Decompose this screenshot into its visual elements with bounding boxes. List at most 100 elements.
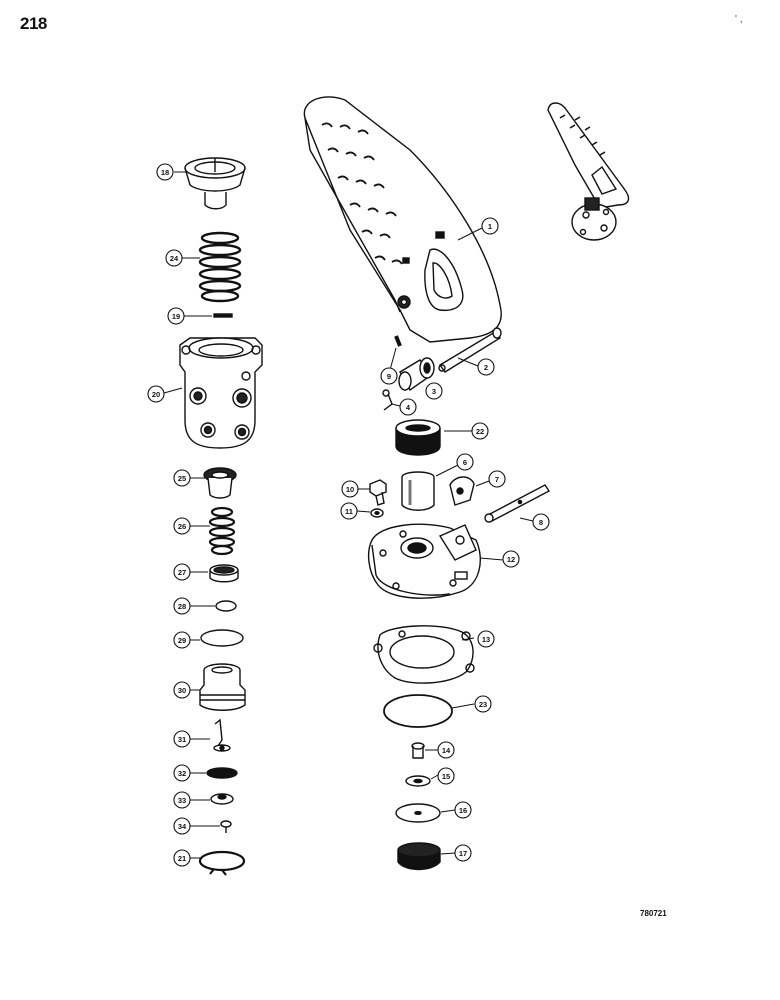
callout-label: 15 [442, 772, 450, 781]
callout-1: 1 [481, 217, 499, 235]
callout-3: 3 [425, 382, 443, 400]
callout-label: 33 [178, 796, 186, 805]
callout-label: 30 [178, 686, 186, 695]
callout-label: 23 [479, 700, 487, 709]
callout-label: 21 [178, 854, 186, 863]
callout-2: 2 [477, 358, 495, 376]
roller-part [449, 476, 475, 506]
pedal-bushing-part [398, 357, 435, 392]
callout-label: 19 [172, 312, 180, 321]
pedal-plunger-part [401, 471, 435, 511]
callout-label: 3 [432, 387, 436, 396]
callout-14: 14 [437, 741, 455, 759]
pedal-part [303, 96, 502, 343]
disc-plate-part [395, 803, 441, 823]
callout-label: 29 [178, 636, 186, 645]
callout-16: 16 [454, 801, 472, 819]
gasket-part [373, 625, 475, 684]
valve-stem-part [213, 718, 231, 752]
leader-lines [163, 171, 534, 859]
callout-label: 9 [387, 372, 391, 381]
small-screw-part [220, 820, 232, 833]
callout-label: 12 [507, 555, 515, 564]
callout-27: 27 [173, 563, 191, 581]
callout-26: 26 [173, 517, 191, 535]
callout-33: 33 [173, 791, 191, 809]
callout-30: 30 [173, 681, 191, 699]
roll-pin-part [394, 335, 402, 347]
callouts: 18 24 19 20 25 26 27 28 29 30 31 32 33 3… [147, 163, 550, 867]
piston-part [199, 663, 246, 711]
callout-label: 6 [463, 458, 467, 467]
seat-ring-part [209, 564, 239, 583]
callout-20: 20 [147, 385, 165, 403]
callout-6: 6 [456, 453, 474, 471]
callout-label: 20 [152, 390, 160, 399]
mounting-plate-part [367, 523, 481, 599]
lock-washer-part [370, 508, 384, 518]
rubber-bumper-part [397, 842, 441, 871]
flat-washer-part [405, 775, 431, 787]
callout-label: 31 [178, 735, 186, 744]
rubber-boot-part [395, 419, 441, 456]
callout-label: 13 [482, 635, 490, 644]
callout-9: 9 [380, 367, 398, 385]
callout-28: 28 [173, 597, 191, 615]
figure-code: 780721 [640, 909, 667, 918]
pivot-pin-part [438, 327, 502, 373]
callout-label: 4 [406, 403, 411, 412]
callout-31: 31 [173, 730, 191, 748]
plunger-cap-part [184, 157, 246, 210]
snap-ring-part [198, 850, 246, 876]
callout-label: 10 [346, 485, 354, 494]
callout-label: 7 [495, 475, 499, 484]
callout-12: 12 [502, 550, 520, 568]
guide-pin-part [411, 742, 425, 759]
callout-label: 2 [484, 363, 488, 372]
callout-label: 34 [178, 822, 187, 831]
o-ring-part [200, 629, 244, 647]
callout-10: 10 [341, 480, 359, 498]
bushing-part [203, 467, 237, 499]
callout-label: 22 [476, 427, 484, 436]
callout-13: 13 [477, 630, 495, 648]
page-number: 218 [20, 14, 47, 33]
large-spring-part [198, 231, 242, 303]
callout-4: 4 [399, 398, 417, 416]
callout-label: 8 [539, 518, 543, 527]
callout-29: 29 [173, 631, 191, 649]
callout-21: 21 [173, 849, 191, 867]
roller-pin-part [484, 484, 551, 523]
callout-8: 8 [532, 513, 550, 531]
callout-label: 16 [459, 806, 467, 815]
callout-label: 1 [488, 222, 492, 231]
retainer-part [210, 793, 234, 805]
callout-label: 14 [442, 746, 451, 755]
small-spring-part [208, 506, 236, 556]
callout-label: 17 [459, 849, 467, 858]
callout-7: 7 [488, 470, 506, 488]
callout-25: 25 [173, 469, 191, 487]
callout-label: 26 [178, 522, 186, 531]
cotter-pin-part [382, 389, 393, 411]
callout-label: 11 [345, 507, 353, 516]
small-o-ring-part [215, 600, 237, 612]
callout-22: 22 [471, 422, 489, 440]
large-o-ring-part [383, 694, 453, 728]
callout-label: 27 [178, 568, 186, 577]
callout-label: 25 [178, 474, 186, 483]
callout-11: 11 [340, 502, 358, 520]
callout-17: 17 [454, 844, 472, 862]
callout-18: 18 [156, 163, 174, 181]
callout-label: 18 [161, 168, 169, 177]
rubber-disc-part [206, 767, 238, 779]
small-pin-part [213, 313, 233, 318]
corner-mark: ' , [735, 14, 743, 25]
callout-label: 24 [170, 254, 179, 263]
bolt-part [369, 479, 387, 506]
callout-34: 34 [173, 817, 191, 835]
valve-body-part [179, 337, 263, 449]
callout-label: 32 [178, 769, 186, 778]
callout-23: 23 [474, 695, 492, 713]
